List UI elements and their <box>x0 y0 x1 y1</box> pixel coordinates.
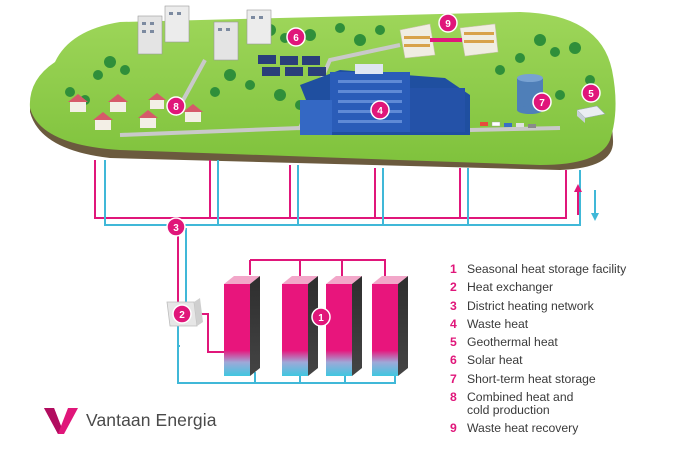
district-heating-pipes <box>94 160 596 226</box>
legend-label: Waste heat <box>467 316 529 331</box>
brand-logo: Vantaan Energia <box>42 404 217 436</box>
legend-number: 3 <box>450 298 457 313</box>
marker-6: 6 <box>286 27 306 47</box>
svg-text:1: 1 <box>318 313 324 324</box>
solar-panels <box>258 55 326 76</box>
legend-label: Heat exchanger <box>467 280 554 295</box>
legend-item: 4 Waste heat <box>450 316 672 336</box>
legend-label: Waste heat recovery <box>467 421 579 436</box>
marker-4: 4 <box>370 100 390 120</box>
apartment-buildings <box>137 5 272 61</box>
brand-name: Vantaan Energia <box>86 409 217 430</box>
svg-text:5: 5 <box>588 89 594 100</box>
marker-9: 9 <box>438 13 458 33</box>
svg-text:4: 4 <box>377 106 383 117</box>
legend-label: Geothermal heat <box>467 335 558 350</box>
legend-label: Solar heat <box>467 353 523 368</box>
legend-item: 7 Short-term heat storage <box>450 371 672 391</box>
marker-1: 1 <box>311 307 331 327</box>
legend: 1 Seasonal heat storage facility 2 Heat ex… <box>450 263 672 440</box>
svg-text:3: 3 <box>173 223 179 234</box>
legend-label: District heating network <box>467 298 594 313</box>
marker-2: 2 <box>172 304 192 324</box>
storage-tank <box>224 276 260 376</box>
svg-text:8: 8 <box>173 102 179 113</box>
legend-item: 8 Combined heat and cold production <box>450 391 672 422</box>
legend-number: 4 <box>450 316 457 331</box>
legend-number: 5 <box>450 335 457 350</box>
legend-label: Combined heat and cold production <box>467 390 574 418</box>
marker-5: 5 <box>581 83 601 103</box>
legend-item: 1 Seasonal heat storage facility <box>450 263 672 281</box>
seasonal-storage-tanks <box>224 276 408 376</box>
svg-text:2: 2 <box>179 310 185 321</box>
legend-number: 8 <box>450 390 457 405</box>
marker-3: 3 <box>166 217 186 237</box>
legend-item: 9 Waste heat recovery <box>450 422 672 440</box>
svg-text:7: 7 <box>539 98 545 109</box>
legend-number: 9 <box>450 421 457 436</box>
legend-number: 2 <box>450 280 457 295</box>
legend-number: 1 <box>450 262 457 276</box>
legend-number: 6 <box>450 353 457 368</box>
number-markers: 1 2 3 4 5 6 7 8 9 <box>166 13 601 327</box>
recovery-buildings <box>399 23 499 59</box>
v-logo-icon <box>44 408 78 434</box>
parking-cars <box>480 121 536 128</box>
storage-tank <box>326 276 362 376</box>
flow-arrows <box>574 184 599 221</box>
legend-item: 2 Heat exchanger <box>450 281 672 299</box>
geothermal-unit <box>576 105 606 123</box>
svg-text:9: 9 <box>445 19 451 30</box>
storage-tank <box>282 276 318 376</box>
svg-text:6: 6 <box>293 33 299 44</box>
legend-label: Seasonal heat storage facility <box>467 262 627 276</box>
legend-number: 7 <box>450 371 457 386</box>
marker-8: 8 <box>166 96 186 116</box>
marker-7: 7 <box>532 92 552 112</box>
houses <box>68 93 203 130</box>
storage-tank <box>372 276 408 376</box>
legend-item: 6 Solar heat <box>450 354 672 372</box>
legend-item: 3 District heating network <box>450 298 672 318</box>
legend-label: Short-term heat storage <box>467 371 596 386</box>
legend-item: 5 Geothermal heat <box>450 336 672 354</box>
